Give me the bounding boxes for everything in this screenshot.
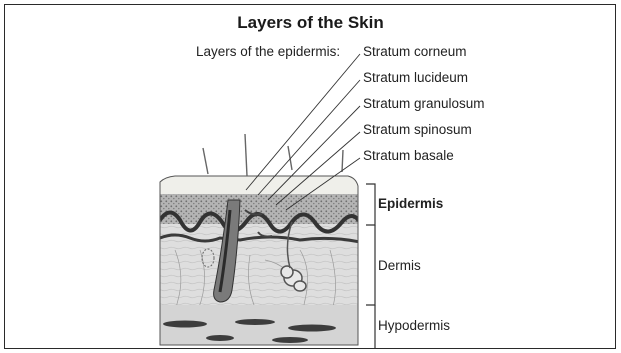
layer-label-stratum-basale: Stratum basale	[363, 148, 454, 163]
layer-label-stratum-corneum: Stratum corneum	[363, 44, 467, 59]
label-epidermis: Epidermis	[378, 196, 443, 211]
layer-label-stratum-spinosum: Stratum spinosum	[363, 122, 472, 137]
page-title: Layers of the Skin	[0, 13, 621, 33]
layer-brackets	[366, 184, 375, 348]
label-dermis: Dermis	[378, 258, 421, 273]
layer-label-stratum-lucideum: Stratum lucideum	[363, 70, 468, 85]
epidermis-layers-heading: Layers of the epidermis:	[196, 44, 340, 59]
layer-label-stratum-granulosum: Stratum granulosum	[363, 96, 485, 111]
label-hypodermis: Hypodermis	[378, 318, 450, 333]
skin-block	[155, 134, 365, 350]
